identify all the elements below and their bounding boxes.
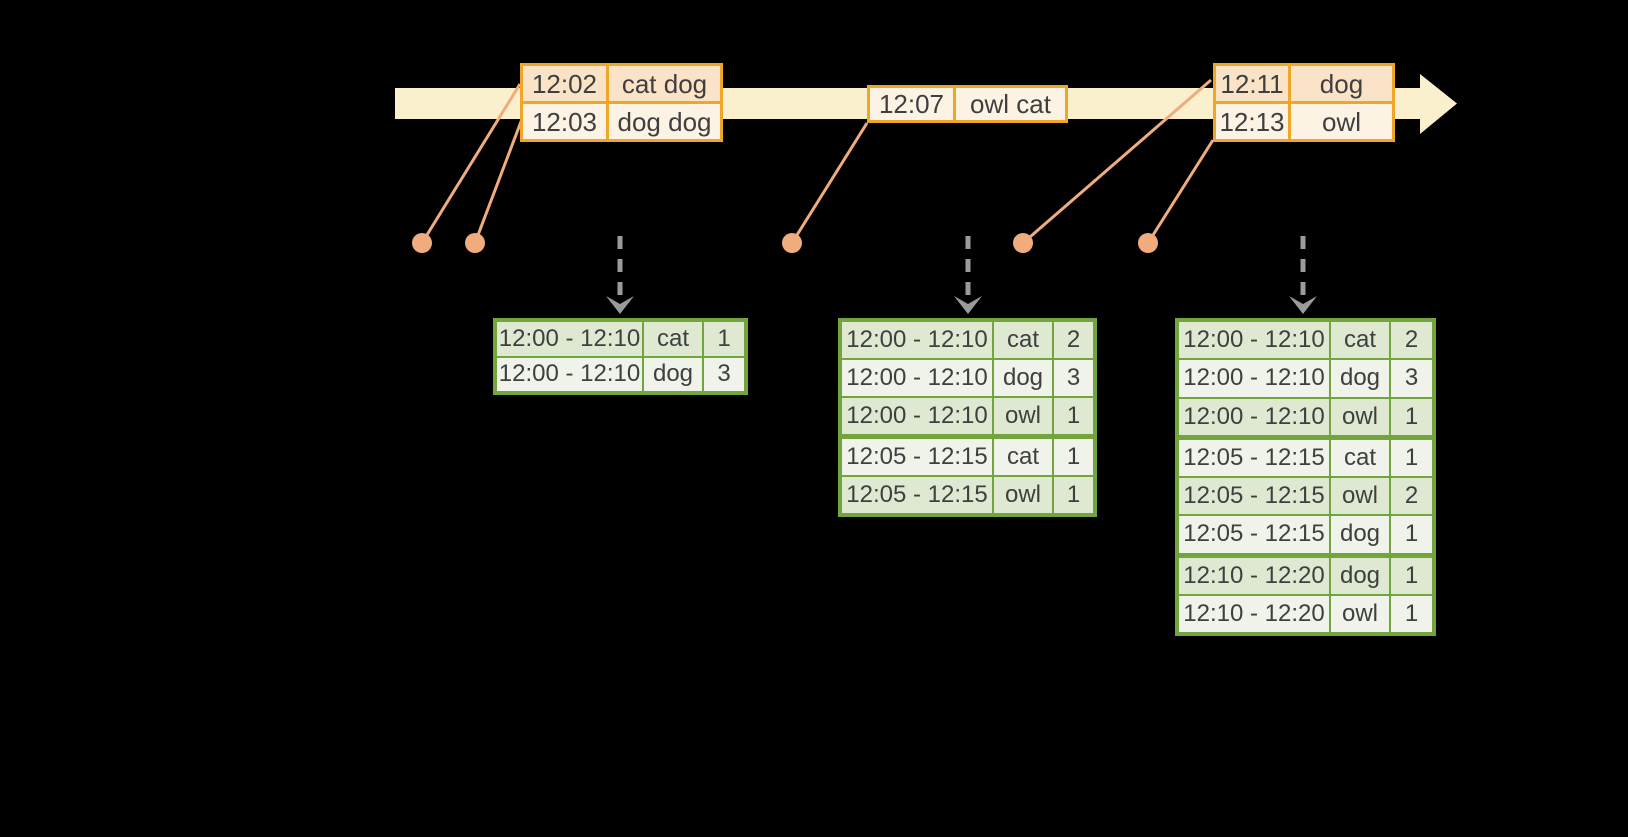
connector-line bbox=[1146, 139, 1215, 244]
event-time-cell: 12:07 bbox=[870, 88, 953, 120]
window-cell: 12:05 - 12:15 bbox=[1179, 478, 1329, 515]
window-cell: 12:00 - 12:10 bbox=[842, 398, 992, 434]
word-cell: owl bbox=[994, 477, 1052, 513]
trigger-arrow-head-icon bbox=[954, 296, 982, 314]
window-cell: 12:05 - 12:15 bbox=[842, 477, 992, 513]
count-cell: 1 bbox=[1054, 477, 1093, 513]
event-words-cell: cat dog bbox=[609, 66, 720, 101]
window-cell: 12:00 - 12:10 bbox=[497, 357, 642, 391]
event-words-cell: owl cat bbox=[956, 88, 1065, 120]
count-cell: 3 bbox=[704, 357, 744, 391]
count-cell: 1 bbox=[1391, 557, 1432, 594]
count-cell: 1 bbox=[1054, 398, 1093, 434]
word-cell: dog bbox=[644, 357, 702, 391]
window-cell: 12:00 - 12:10 bbox=[842, 360, 992, 396]
event-time-cell: 12:02 bbox=[523, 66, 606, 101]
event-table: 12:02 cat dog 12:03 dog dog bbox=[520, 63, 723, 142]
result-row: 12:00 - 12:10 cat 2 bbox=[842, 322, 1093, 358]
word-cell: dog bbox=[1331, 360, 1389, 397]
window-cell: 12:00 - 12:10 bbox=[1179, 322, 1329, 359]
result-row: 12:00 - 12:10 cat 1 bbox=[497, 322, 744, 356]
timeline-arrowhead-icon bbox=[1420, 74, 1457, 134]
event-table: 12:11 dog 12:13 owl bbox=[1213, 63, 1395, 142]
result-row: 12:05 - 12:15 cat 1 bbox=[842, 439, 1093, 475]
window-cell: 12:00 - 12:10 bbox=[842, 322, 992, 358]
window-cell: 12:00 - 12:10 bbox=[1179, 398, 1329, 435]
count-cell: 1 bbox=[704, 322, 744, 356]
count-cell: 2 bbox=[1391, 478, 1432, 515]
count-cell: 2 bbox=[1391, 322, 1432, 359]
result-row: 12:05 - 12:15 owl 1 bbox=[842, 477, 1093, 513]
word-cell: dog bbox=[1331, 557, 1389, 594]
count-cell: 3 bbox=[1391, 360, 1432, 397]
word-cell: dog bbox=[1331, 516, 1389, 553]
word-cell: cat bbox=[1331, 439, 1389, 476]
event-dot bbox=[1013, 233, 1033, 253]
result-row: 12:00 - 12:10 owl 1 bbox=[842, 398, 1093, 434]
event-time-cell: 12:11 bbox=[1216, 66, 1288, 101]
result-row: 12:10 - 12:20 owl 1 bbox=[1179, 595, 1432, 632]
count-cell: 1 bbox=[1391, 398, 1432, 435]
result-row: 12:05 - 12:15 cat 1 bbox=[1179, 439, 1432, 476]
result-table: 12:00 - 12:10 cat 2 12:00 - 12:10 dog 3 … bbox=[838, 318, 1097, 517]
word-cell: cat bbox=[994, 439, 1052, 475]
connector-line bbox=[420, 83, 522, 244]
count-cell: 2 bbox=[1054, 322, 1093, 358]
result-table: 12:00 - 12:10 cat 1 12:00 - 12:10 dog 3 bbox=[493, 318, 748, 395]
event-dot bbox=[412, 233, 432, 253]
event-words-cell: owl bbox=[1291, 104, 1392, 139]
window-cell: 12:00 - 12:10 bbox=[497, 322, 642, 356]
window-cell: 12:05 - 12:15 bbox=[1179, 439, 1329, 476]
result-row: 12:00 - 12:10 dog 3 bbox=[1179, 360, 1432, 397]
event-time-cell: 12:03 bbox=[523, 104, 606, 139]
event-time-cell: 12:13 bbox=[1216, 104, 1288, 139]
result-row: 12:05 - 12:15 owl 2 bbox=[1179, 478, 1432, 515]
event-table: 12:07 owl cat bbox=[867, 85, 1068, 123]
window-cell: 12:00 - 12:10 bbox=[1179, 360, 1329, 397]
connector-line bbox=[473, 118, 524, 244]
connector-line bbox=[1022, 78, 1212, 245]
result-row: 12:00 - 12:10 owl 1 bbox=[1179, 398, 1432, 435]
result-row: 12:05 - 12:15 dog 1 bbox=[1179, 516, 1432, 553]
word-cell: owl bbox=[1331, 398, 1389, 435]
event-dot bbox=[1138, 233, 1158, 253]
result-row: 12:00 - 12:10 dog 3 bbox=[497, 357, 744, 391]
event-words-cell: dog dog bbox=[609, 104, 720, 139]
count-cell: 1 bbox=[1391, 595, 1432, 632]
window-cell: 12:10 - 12:20 bbox=[1179, 595, 1329, 632]
trigger-arrow-head-icon bbox=[606, 296, 634, 314]
event-dot bbox=[465, 233, 485, 253]
count-cell: 1 bbox=[1391, 439, 1432, 476]
result-table: 12:00 - 12:10 cat 2 12:00 - 12:10 dog 3 … bbox=[1175, 318, 1436, 636]
window-cell: 12:10 - 12:20 bbox=[1179, 557, 1329, 594]
result-row: 12:00 - 12:10 dog 3 bbox=[842, 360, 1093, 396]
word-cell: cat bbox=[644, 322, 702, 356]
word-cell: owl bbox=[994, 398, 1052, 434]
word-cell: dog bbox=[994, 360, 1052, 396]
word-cell: cat bbox=[1331, 322, 1389, 359]
word-cell: cat bbox=[994, 322, 1052, 358]
result-row: 12:00 - 12:10 cat 2 bbox=[1179, 322, 1432, 359]
count-cell: 1 bbox=[1054, 439, 1093, 475]
word-cell: owl bbox=[1331, 478, 1389, 515]
window-cell: 12:05 - 12:15 bbox=[1179, 516, 1329, 553]
count-cell: 1 bbox=[1391, 516, 1432, 553]
connector-line bbox=[790, 122, 869, 244]
event-dot bbox=[782, 233, 802, 253]
word-cell: owl bbox=[1331, 595, 1389, 632]
trigger-arrow-head-icon bbox=[1289, 296, 1317, 314]
count-cell: 3 bbox=[1054, 360, 1093, 396]
window-cell: 12:05 - 12:15 bbox=[842, 439, 992, 475]
result-row: 12:10 - 12:20 dog 1 bbox=[1179, 557, 1432, 594]
event-words-cell: dog bbox=[1291, 66, 1392, 101]
